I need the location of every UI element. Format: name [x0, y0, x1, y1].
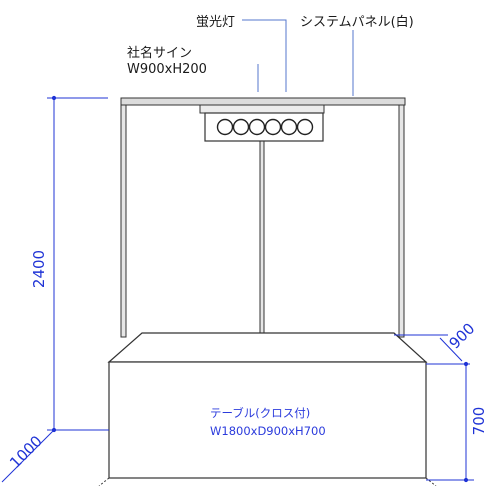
sign-size-label: W900xH200 [127, 62, 207, 77]
light-bulb-icon [264, 118, 282, 136]
light-bulb-icon [280, 118, 298, 136]
table [98, 332, 437, 486]
left-post [120, 104, 127, 338]
light-bulb-icon [216, 118, 234, 136]
table-size-label: W1800xD900xH700 [210, 424, 326, 438]
dimension-table-height [426, 361, 474, 483]
light-box [204, 112, 324, 142]
dimension-table-height-value: 700 [470, 406, 488, 436]
table-name-label: テーブル(クロス付) [210, 406, 311, 420]
light-bulb-icon [232, 118, 250, 136]
sign-bracket [199, 104, 325, 114]
fluorescent-light-label: 蛍光灯 [196, 15, 236, 30]
sign-name-label: 社名サイン [127, 46, 193, 61]
dimension-width [1, 429, 109, 483]
dimension-height-value: 2400 [30, 249, 48, 289]
dimension-depth [394, 334, 470, 365]
top-beam [120, 97, 406, 106]
light-bulb-icon [248, 118, 266, 136]
right-post [398, 104, 405, 338]
leader-lines [242, 19, 354, 96]
dimension-height [47, 95, 108, 433]
light-bulb-icon [296, 118, 314, 136]
system-panel-label: システムパネル(白) [300, 15, 414, 30]
